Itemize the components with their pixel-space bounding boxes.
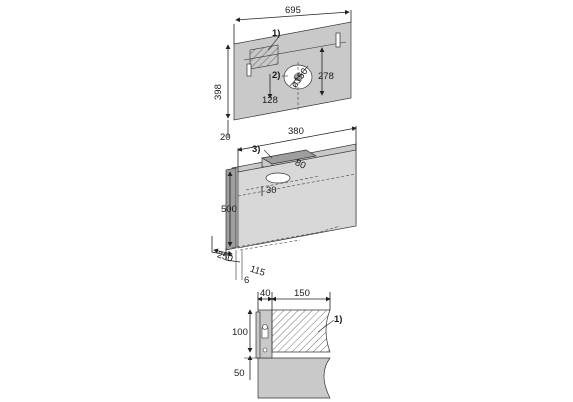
dim-top-height: 398	[213, 84, 224, 100]
top-slot-right	[335, 32, 341, 48]
middle-view: 380 500 30 80 3) 250 115 6	[211, 126, 357, 286]
dim-top-inner-height: 278	[318, 71, 334, 82]
dim-top-bottom: 20	[220, 132, 231, 143]
dim-middle-a: 30	[266, 185, 277, 196]
dim-top-width: 695	[285, 5, 301, 16]
dim-detail-40: 40	[260, 288, 271, 299]
callout-top-1: 1)	[272, 28, 280, 39]
top-view: 695 398 20 278 128 ø150 1) 2)	[213, 5, 352, 143]
dim-middle-b: 80	[293, 157, 307, 171]
dim-middle-depth: 250	[216, 249, 234, 264]
dim-middle-c: 115	[249, 264, 267, 279]
dim-detail-100: 100	[232, 327, 248, 338]
middle-front-panel	[237, 149, 357, 249]
callout-middle-3: 3)	[252, 144, 260, 155]
callout-detail-1: 1)	[334, 314, 342, 325]
callout-top-2: 2)	[272, 70, 280, 81]
top-slot-left	[246, 63, 252, 77]
dim-middle-d: 6	[244, 275, 249, 286]
dim-top-offset: 128	[262, 95, 278, 106]
dim-middle-width: 380	[288, 126, 304, 137]
detail-wall-section	[257, 357, 331, 399]
dim-middle-height: 500	[221, 204, 237, 215]
dim-detail-50: 50	[234, 368, 245, 379]
dim-detail-150: 150	[294, 288, 310, 299]
middle-duct-oval	[265, 172, 291, 184]
top-hatched-area	[249, 44, 279, 70]
detail-view: 40 150 100 50 1)	[232, 288, 342, 399]
detail-hatched-area	[271, 309, 331, 353]
